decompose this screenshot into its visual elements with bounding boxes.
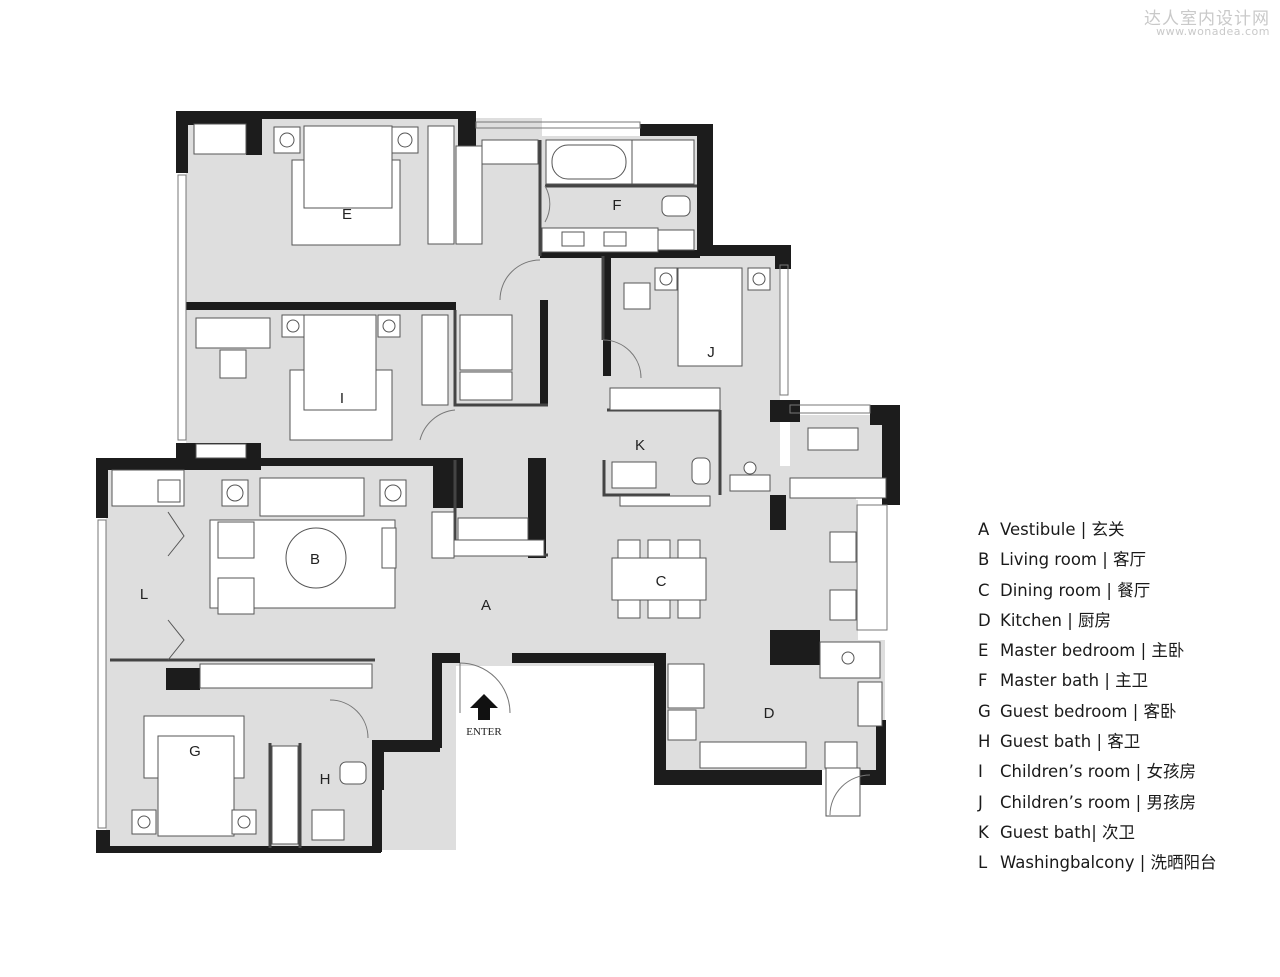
master-bedroom-furniture	[193, 123, 539, 246]
legend-item: A Vestibule | 玄关	[978, 517, 1217, 547]
legend-key: F	[978, 671, 988, 691]
room-label-b: B	[310, 551, 320, 568]
legend-text: Master bath | 主卫	[1000, 671, 1149, 691]
legend-text: Guest bedroom | 客卧	[1000, 701, 1177, 721]
legend-item: L Washingbalcony | 洗晒阳台	[978, 850, 1217, 880]
room-label-e: E	[342, 206, 352, 223]
room-label-k: K	[635, 437, 645, 454]
room-legend: A Vestibule | 玄关 B Living room | 客厅 C Dinin…	[978, 517, 1217, 881]
enter-arrow-icon: ENTER	[466, 694, 502, 738]
legend-key: C	[978, 580, 990, 600]
guest-bath-h-fixtures	[311, 761, 367, 841]
room-label-j: J	[707, 344, 715, 361]
legend-item: F Master bath | 主卫	[978, 668, 1217, 698]
room-label-i: I	[340, 390, 344, 407]
legend-text: Master bedroom | 主卧	[1000, 641, 1185, 661]
legend-key: B	[978, 550, 990, 570]
master-bath-fixtures	[541, 139, 695, 253]
legend-key: H	[978, 732, 991, 752]
guest-bath-k-fixtures	[611, 457, 771, 507]
legend-text: Guest bath| 次卫	[1000, 822, 1136, 842]
room-labels: A B C D E F G H I J K L	[140, 197, 775, 788]
dining-room-furniture	[611, 427, 887, 621]
legend-item: H Guest bath | 客卫	[978, 729, 1217, 759]
legend-item: C Dining room | 餐厅	[978, 578, 1217, 608]
legend-text: Guest bath | 客卫	[1000, 732, 1141, 752]
legend-text: Washingbalcony | 洗晒阳台	[1000, 853, 1217, 873]
boys-room-furniture	[609, 267, 771, 411]
balcony-furniture	[111, 469, 373, 689]
windows	[97, 121, 888, 829]
room-label-g: G	[189, 743, 201, 760]
legend-item: J Children’s room | 男孩房	[978, 790, 1217, 820]
floor-plan: ENTER A B C D E F G H I J K L	[96, 111, 900, 853]
legend-text: Children’s room | 男孩房	[1000, 792, 1196, 812]
legend-item: G Guest bedroom | 客卧	[978, 699, 1217, 729]
legend-text: Living room | 客厅	[1000, 550, 1147, 570]
room-label-a: A	[481, 597, 491, 614]
legend-text: Dining room | 餐厅	[1000, 580, 1151, 600]
legend-key: D	[978, 610, 991, 630]
legend-key: K	[978, 822, 989, 842]
girls-room-furniture	[195, 314, 513, 459]
watermark-title: 达人室内设计网	[1144, 9, 1270, 29]
room-label-d: D	[764, 705, 775, 722]
legend-text: Kitchen | 厨房	[1000, 610, 1112, 630]
legend-key: E	[978, 641, 989, 661]
legend-key: I	[978, 762, 983, 782]
room-label-h: H	[320, 771, 331, 788]
room-label-l: L	[140, 586, 148, 603]
legend-key: L	[978, 853, 988, 873]
legend-text: Vestibule | 玄关	[1000, 520, 1125, 539]
guest-bedroom-furniture	[131, 715, 299, 845]
living-room-furniture	[209, 477, 545, 615]
room-label-f: F	[612, 197, 621, 214]
kitchen-fixtures	[667, 641, 883, 817]
legend-item: B Living room | 客厅	[978, 547, 1217, 577]
watermark-url: www.wonadea.com	[1156, 25, 1270, 38]
legend-text: Children’s room | 女孩房	[1000, 762, 1196, 782]
legend-item: D Kitchen | 厨房	[978, 608, 1217, 638]
door-swings	[329, 185, 871, 816]
room-label-c: C	[656, 573, 667, 590]
legend-key: G	[978, 701, 991, 721]
legend-item: E Master bedroom | 主卧	[978, 638, 1217, 668]
legend-item: I Children’s room | 女孩房	[978, 759, 1217, 789]
legend-item: K Guest bath| 次卫	[978, 820, 1217, 850]
legend-key: J	[978, 792, 983, 812]
enter-label: ENTER	[466, 726, 502, 738]
legend-key: A	[978, 520, 990, 539]
